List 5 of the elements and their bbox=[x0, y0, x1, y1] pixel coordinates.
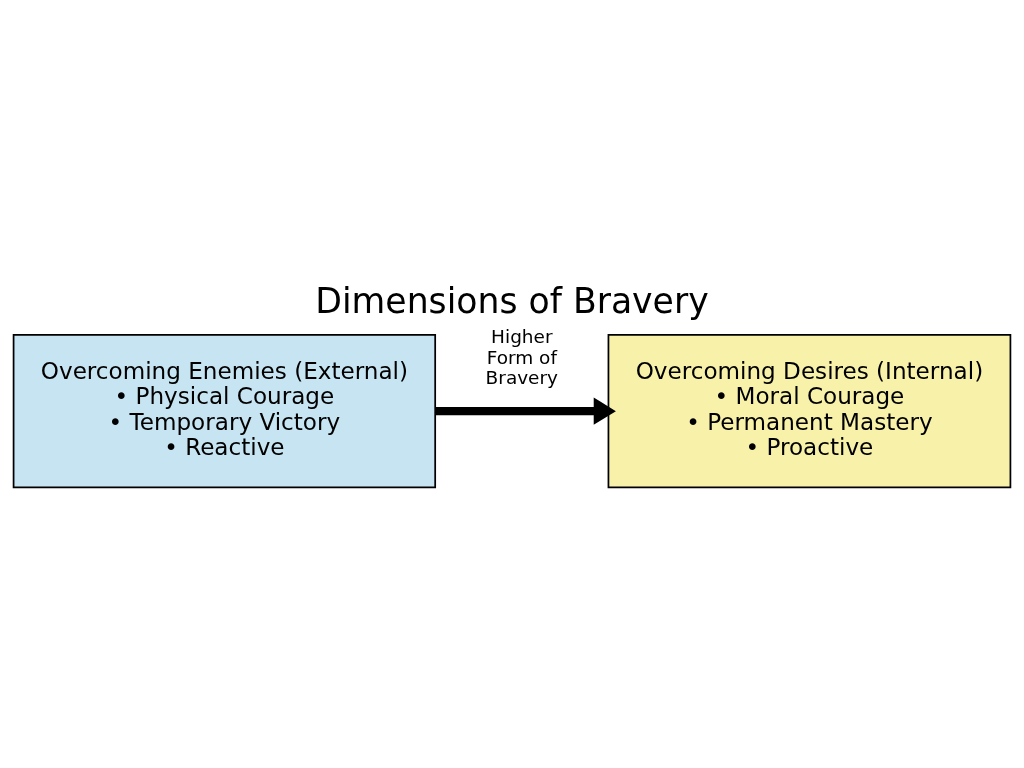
arrow bbox=[435, 397, 616, 425]
edge-label: Higher Form of Bravery bbox=[485, 325, 559, 389]
diagram-title: Dimensions of Bravery bbox=[315, 280, 709, 321]
node-box: Overcoming Enemies (External) • Physical Courage • Temporary Victory • Reactive bbox=[12, 334, 437, 489]
node-box: Overcoming Desires (Internal) • Moral Courage • Permanent Mastery • Proactive bbox=[607, 334, 1012, 489]
